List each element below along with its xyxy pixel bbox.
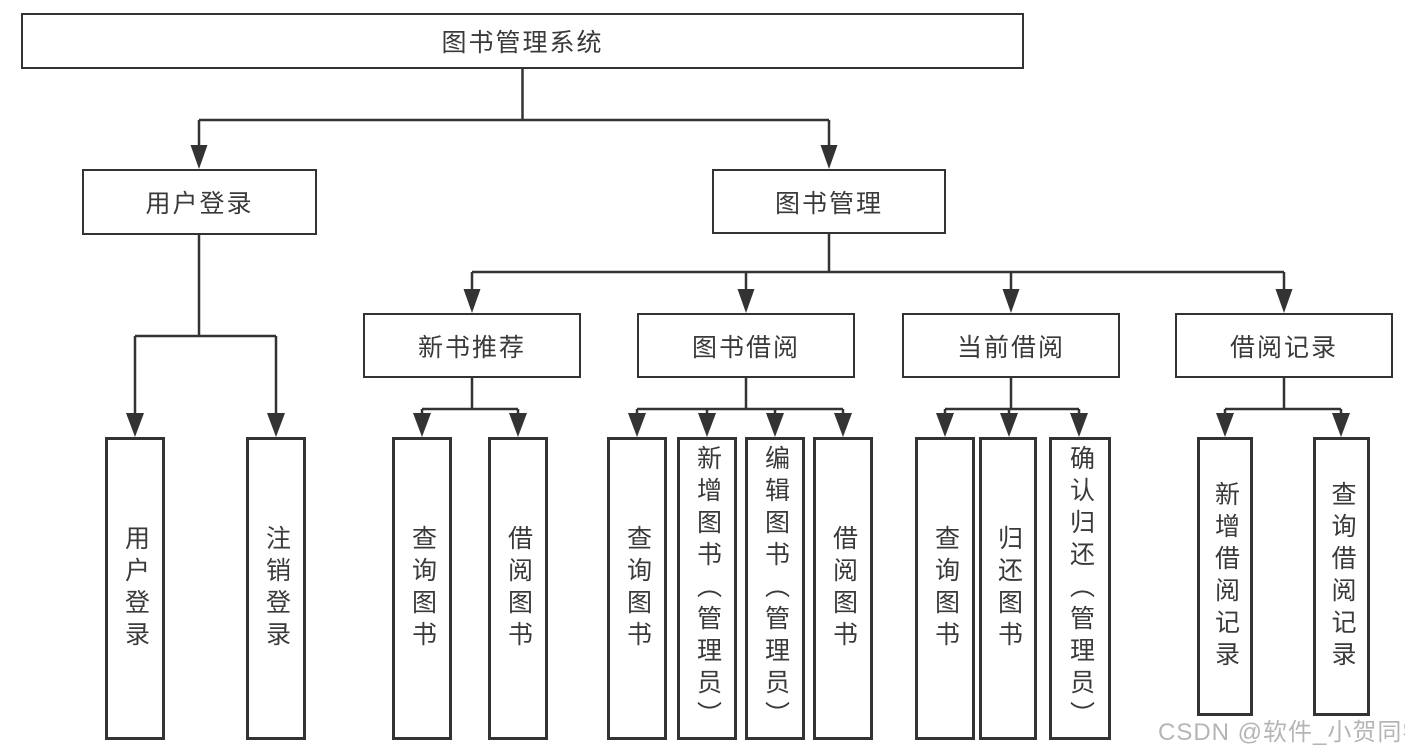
leaf-current-return-books: 归还图书 [979,437,1037,740]
leaf-borrowing-query-books: 查询图书 [607,437,667,740]
leaf-records-query-borrow-record: 查询借阅记录 [1313,437,1370,716]
node-new-book-recommend: 新书推荐 [363,313,581,378]
node-user-login: 用户登录 [82,169,317,235]
leaf-newbooks-borrow-books: 借阅图书 [488,437,548,740]
leaf-current-query-books: 查询图书 [915,437,975,740]
node-book-borrowing: 图书借阅 [637,313,855,378]
leaf-borrowing-add-books-admin: 新增图书（管理员） [677,437,737,740]
leaf-borrowing-borrow-books: 借阅图书 [813,437,873,740]
csdn-watermark: CSDN @软件_小贺同学 [1158,719,1405,746]
leaf-user-login: 用户登录 [105,437,165,740]
node-current-borrowing: 当前借阅 [902,313,1120,378]
leaf-logout-login: 注销登录 [246,437,306,740]
node-library-management-system: 图书管理系统 [21,13,1024,69]
leaf-newbooks-query-books: 查询图书 [392,437,452,740]
leaf-current-confirm-return-admin: 确认归还（管理员） [1049,437,1111,740]
leaf-records-add-borrow-record: 新增借阅记录 [1197,437,1253,716]
leaf-borrowing-edit-books-admin: 编辑图书（管理员） [745,437,805,740]
node-borrowing-records: 借阅记录 [1175,313,1393,378]
node-book-management: 图书管理 [712,169,946,234]
